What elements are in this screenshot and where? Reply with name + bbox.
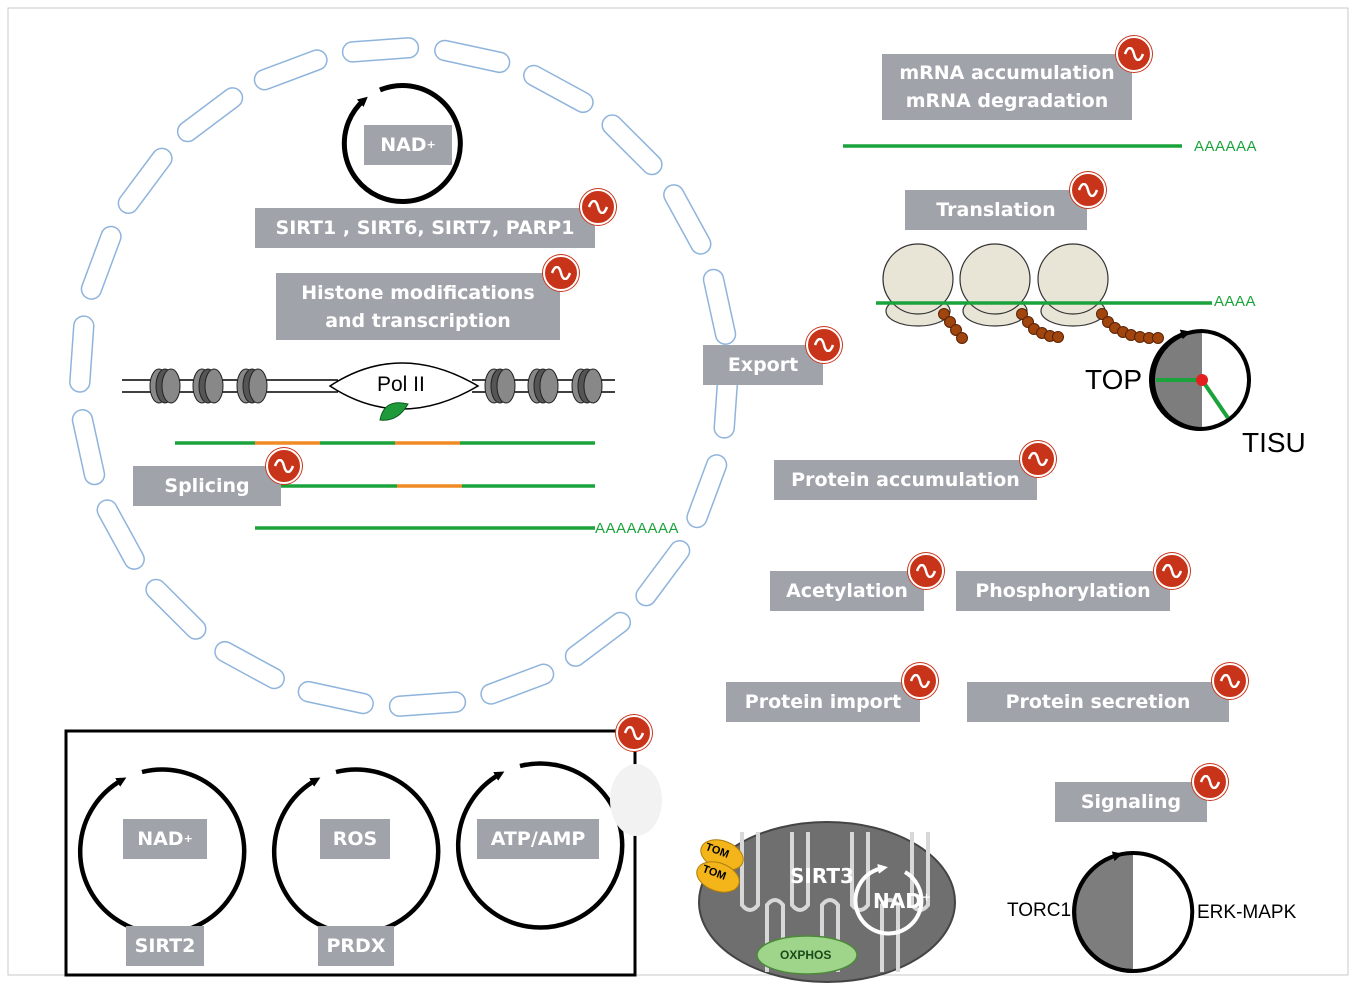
amino-acid (956, 332, 968, 344)
nucleosome (484, 368, 516, 404)
nuclear-polya: AAAAAAAA (595, 520, 680, 537)
envelope-segment (69, 315, 95, 393)
amino-acid (1152, 332, 1164, 344)
oscillation-icon (1154, 553, 1190, 589)
top-tisu-clock (1148, 329, 1251, 431)
envelope-segment (601, 114, 663, 176)
ros-label: ROS (320, 819, 390, 859)
envelope-segment (564, 611, 632, 667)
amino-acid (950, 324, 962, 336)
envelope-segment (80, 225, 122, 300)
envelope-segment (145, 578, 207, 640)
nucleosome (236, 368, 268, 404)
oscillation-icon (543, 255, 579, 291)
mito-nad-label: NAD+ (873, 889, 932, 913)
signaling-clock (1072, 850, 1195, 973)
amino-acid (1016, 308, 1028, 320)
glow-shape (610, 764, 662, 836)
oscillation-icon (1192, 764, 1228, 800)
envelope-segment (523, 64, 594, 114)
signaling-label: Signaling (1055, 782, 1207, 822)
envelope-segment (297, 680, 374, 715)
nascent-peptides (938, 308, 1164, 344)
atp-amp-label: ATP/AMP (477, 819, 599, 859)
export-label: Export (703, 345, 823, 385)
nucleosome (192, 368, 224, 404)
envelope-segment (253, 49, 328, 91)
metabolic-box (64, 729, 637, 977)
oscillation-icon (580, 189, 616, 225)
mitochondrion (696, 821, 956, 983)
splicing-label: Splicing (133, 466, 281, 506)
tisu-label: TISU (1242, 427, 1306, 458)
envelope-segment (388, 691, 467, 717)
envelope-segment (663, 184, 712, 255)
top-label: TOP (1085, 364, 1143, 395)
oscillation-icon (616, 715, 652, 751)
polymerase-icon (379, 402, 409, 421)
amino-acid (944, 316, 956, 328)
ribosomes (882, 243, 1109, 327)
metabolic-nad-label: NAD+ (123, 819, 207, 859)
envelope-segment (117, 147, 173, 214)
translation-label: Translation (905, 190, 1087, 230)
envelope-segment (686, 454, 728, 529)
envelope-segment (434, 39, 511, 74)
protein-accumulation-label: Protein accumulation (774, 460, 1037, 500)
oscillation-icon (908, 553, 944, 589)
oscillation-icon (1116, 36, 1152, 72)
nad-cycle-arrow (341, 83, 463, 204)
protein-secretion-label: Protein secretion (967, 682, 1229, 722)
acetylation-label: Acetylation (770, 571, 924, 611)
pol2-label: Pol II (377, 373, 425, 396)
atp-cycle-arrow (455, 761, 625, 930)
phosphorylation-label: Phosphorylation (956, 571, 1170, 611)
ribosome (959, 243, 1031, 327)
oxphos-complex (756, 935, 858, 975)
mito-nad-cycle (853, 863, 924, 936)
oscillation-icon (806, 327, 842, 363)
figure-border (7, 7, 1349, 976)
oscillation-icon (266, 448, 302, 484)
nucleosome (527, 368, 559, 404)
nucleosome (571, 368, 603, 404)
transcription-bubble (328, 362, 480, 410)
sirt3-label: SIRT3 (790, 864, 854, 888)
protein-import-label: Protein import (726, 682, 920, 722)
erk-mapk-label: ERK-MAPK (1197, 902, 1297, 923)
oscillation-icon (1020, 441, 1056, 477)
oscillation-icon (902, 663, 938, 699)
envelope-segment (176, 87, 244, 143)
amino-acid (1096, 308, 1108, 320)
nucleosome (149, 368, 181, 404)
envelope-segment (71, 409, 106, 486)
nucleus-nad-label: NAD+ (364, 125, 452, 165)
sirt2-label: SIRT2 (126, 926, 204, 966)
envelope-segment (341, 37, 420, 63)
prdx-label: PRDX (318, 926, 394, 966)
oscillation-icon (1212, 663, 1248, 699)
amino-acid (1052, 331, 1064, 343)
envelope-segment (214, 640, 285, 690)
envelope-segment (702, 268, 737, 345)
translation-polya: AAAA (1214, 293, 1257, 310)
oscillation-icon (1070, 172, 1106, 208)
nucleosomes (149, 368, 603, 404)
nuclear-envelope (69, 37, 739, 717)
envelope-segment (635, 540, 691, 607)
envelope-segment (96, 499, 145, 570)
envelope-segment (480, 663, 555, 705)
oxphos-label: OXPHOS (780, 948, 832, 962)
cytoplasmic-polya: AAAAAA (1194, 138, 1258, 155)
amino-acid (938, 308, 950, 320)
sirtuins-label: SIRT1 , SIRT6, SIRT7, PARP1 (255, 208, 595, 248)
torc1-label: TORC1 (1007, 900, 1072, 921)
